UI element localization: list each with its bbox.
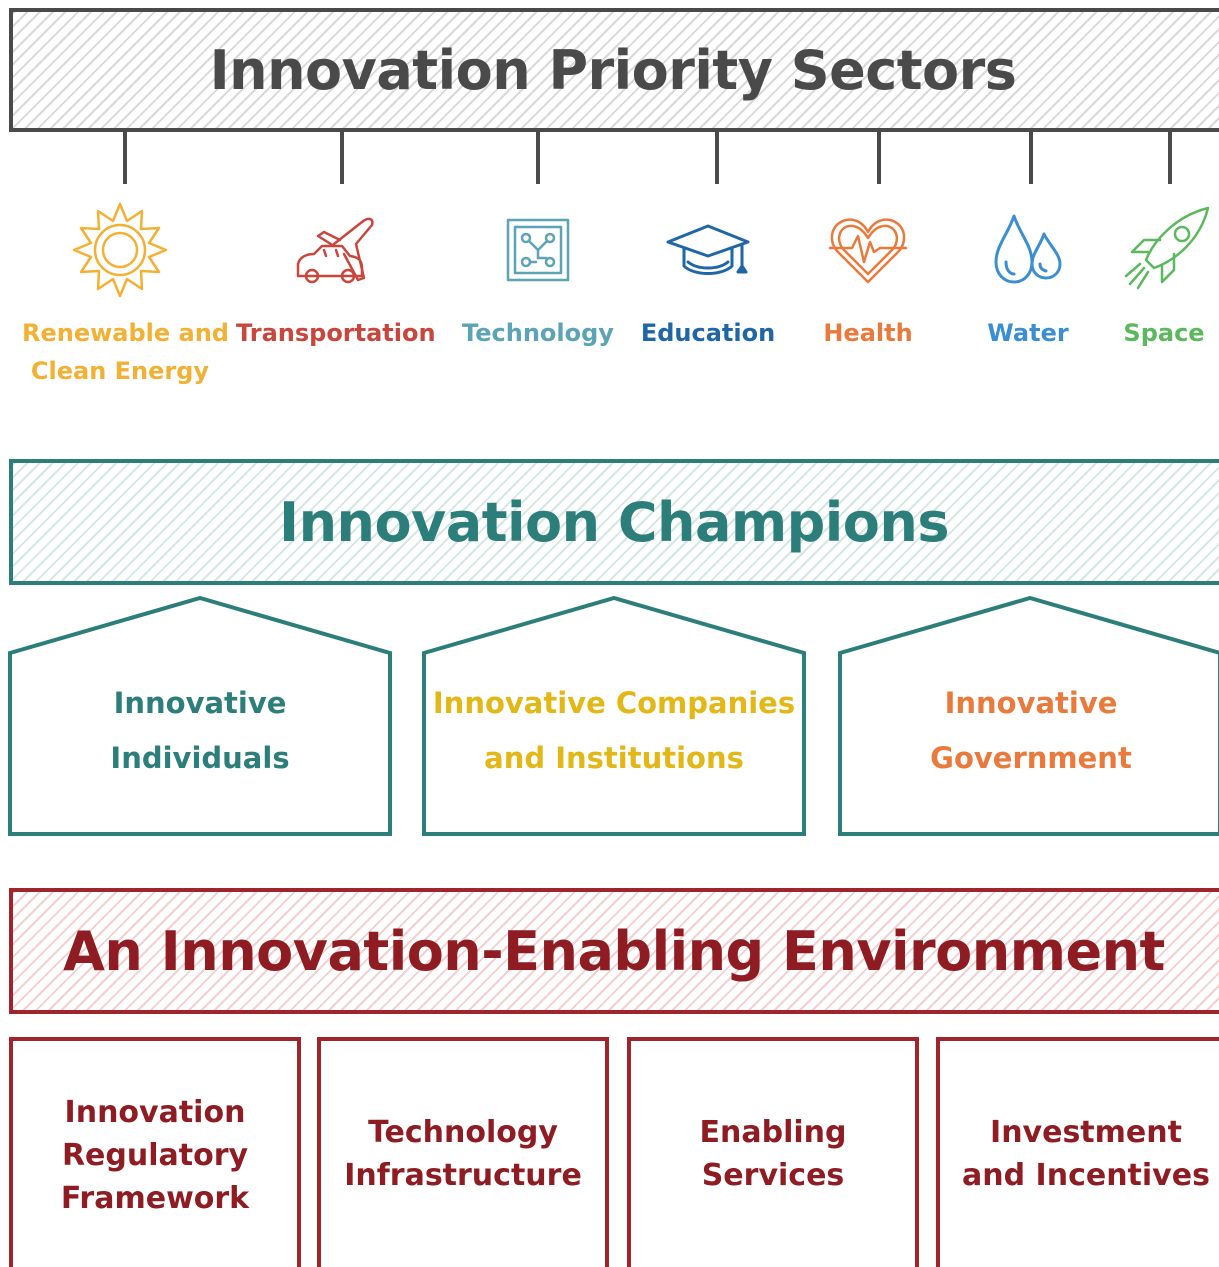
sector-health: Health: [770, 200, 966, 352]
heart-pulse-icon: [828, 218, 908, 284]
sector-label: Transportation: [236, 319, 436, 347]
house-outline: [422, 596, 806, 836]
environment-banner-title: An Innovation-Enabling Environment: [63, 919, 1165, 983]
connector-line: [1168, 132, 1172, 184]
connector-line: [536, 132, 540, 184]
sectors-banner: Innovation Priority Sectors: [9, 8, 1219, 132]
sector-education: Education: [610, 200, 806, 352]
sector-label: Water: [987, 319, 1069, 347]
sector-label: Technology: [462, 319, 614, 347]
environment-banner: An Innovation-Enabling Environment: [9, 888, 1219, 1014]
sector-label: Health: [823, 319, 913, 347]
house-outline: [838, 596, 1219, 836]
connector-line: [340, 132, 344, 184]
water-drops-icon: [994, 214, 1062, 284]
sector-water: Water: [930, 200, 1126, 352]
sector-transportation: Transportation: [236, 200, 436, 352]
champions-banner-title: Innovation Champions: [278, 490, 950, 554]
sectors-banner-title: Innovation Priority Sectors: [209, 38, 1017, 102]
car-plane-icon: [296, 217, 374, 284]
circuit-board-icon: [506, 218, 570, 282]
rocket-icon: [1124, 206, 1210, 290]
sector-label: Education: [640, 319, 776, 347]
connector-line: [877, 132, 881, 184]
champions-banner: Innovation Champions: [9, 459, 1219, 585]
sector-technology: Technology: [440, 200, 636, 352]
house-outline: [8, 596, 392, 836]
graduation-cap-icon: [666, 224, 750, 275]
sector-label: Space: [1123, 319, 1205, 347]
connector-line: [715, 132, 719, 184]
sector-space: Space: [1114, 200, 1214, 352]
connector-line: [123, 132, 127, 184]
sun-icon: [72, 202, 168, 298]
connector-line: [1029, 132, 1033, 184]
